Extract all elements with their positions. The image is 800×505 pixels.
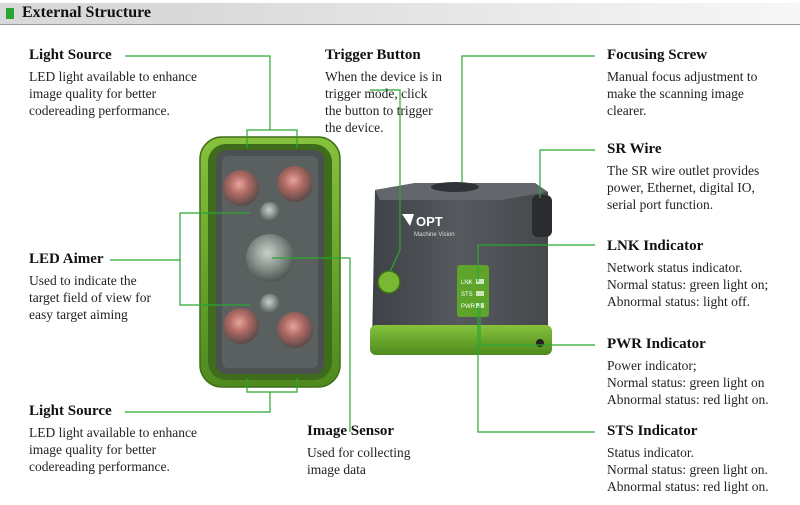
brand-logo-icon [402,214,414,226]
callout-description: LED light available to enhance image qua… [29,69,197,118]
callout-description: Used for collecting image data [307,445,411,477]
led-light-icon [277,166,313,202]
callout-trigger-button: Trigger Button When the device is in tri… [325,47,475,136]
brand-subtitle: Machine Vision [414,232,455,238]
callout-title: Trigger Button [325,47,421,63]
section-header-bar [0,3,800,25]
callout-sts-indicator: STS Indicator Status indicator. Normal s… [607,423,797,495]
callout-focusing-screw: Focusing Screw Manual focus adjustment t… [607,47,797,119]
sts-indicator-label: STS [461,292,473,298]
aimer-icon [260,294,280,314]
callout-title: Focusing Screw [607,47,708,63]
header-accent-marker [6,8,14,19]
callout-image-sensor: Image Sensor Used for collecting image d… [307,423,457,478]
callout-title: LNK Indicator [607,238,704,254]
callout-title: Light Source [29,47,112,63]
led-light-icon [223,170,259,206]
callout-pwr-indicator: PWR Indicator Power indicator; Normal st… [607,336,797,408]
callout-description: Power indicator; Normal status: green li… [607,358,769,407]
callout-title: PWR Indicator [607,336,706,352]
scanner-front-view [199,136,341,388]
image-sensor-lens-icon [246,234,294,282]
callout-description: The SR wire outlet provides power, Ether… [607,163,760,212]
callout-description: Used to indicate the target field of vie… [29,273,151,322]
callout-light-source-bottom: Light Source LED light available to enha… [29,403,229,475]
callout-description: Network status indicator. Normal status:… [607,260,769,309]
lnk-indicator-label: LNK [461,280,473,286]
callout-light-source-top: Light Source LED light available to enha… [29,47,229,119]
led-light-icon [277,312,313,348]
trigger-button-icon [377,270,401,294]
callout-description: When the device is in trigger mode, clic… [325,69,442,135]
focusing-screw-icon [431,182,479,192]
callout-lnk-indicator: LNK Indicator Network status indicator. … [607,238,797,310]
aimer-icon [260,202,280,222]
callout-description: LED light available to enhance image qua… [29,425,197,474]
brand-logo: OPT [416,214,443,229]
callout-title: Light Source [29,403,112,419]
callout-title: STS Indicator [607,423,698,439]
scanner-side-view: LNK STS PWR OPT Machine Vision [370,182,552,355]
callout-description: Manual focus adjustment to make the scan… [607,69,758,118]
led-light-icon [223,308,259,344]
callout-sr-wire: SR Wire The SR wire outlet provides powe… [607,141,797,213]
callout-description: Status indicator. Normal status: green l… [607,445,769,494]
pwr-indicator-label: PWR [461,304,476,310]
sr-wire-connector-icon [532,195,552,237]
callout-led-aimer: LED Aimer Used to indicate the target fi… [29,251,189,323]
section-title: External Structure [22,4,152,21]
callout-title: LED Aimer [29,251,104,267]
callout-title: SR Wire [607,141,662,157]
callout-title: Image Sensor [307,423,395,439]
